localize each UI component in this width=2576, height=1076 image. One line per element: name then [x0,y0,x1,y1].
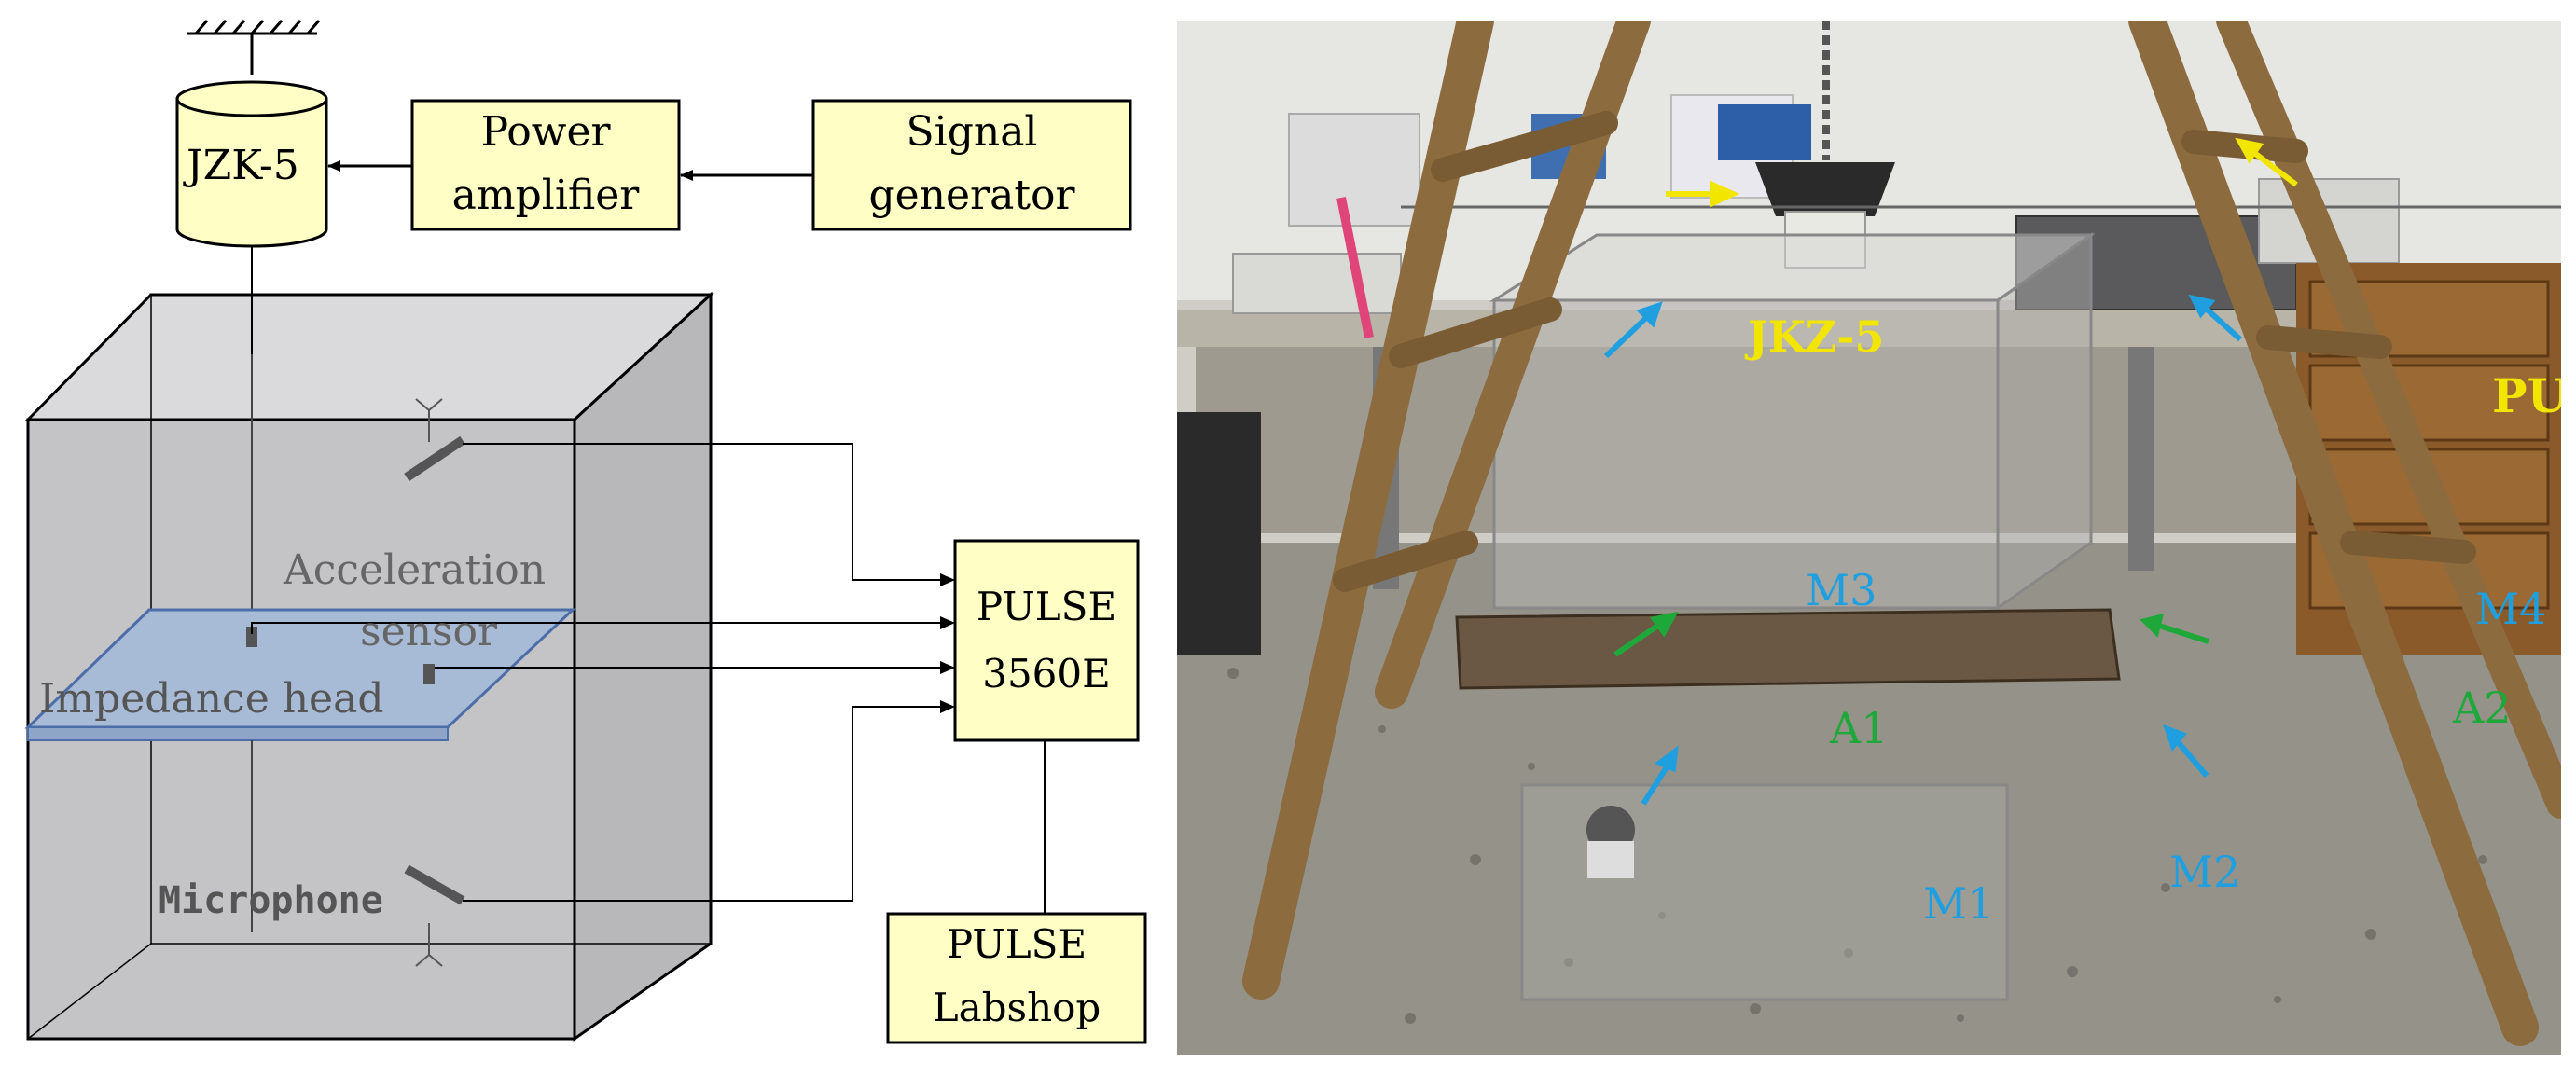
signal-generator-device [1232,253,1402,314]
photo-m3-label: M3 [1806,565,1877,615]
signal-generator-label-line1: Signal [906,108,1038,156]
wooden-frame [1242,21,2561,1046]
pulse-labshop-label-line2: Labshop [932,985,1101,1030]
microphone-top [404,398,465,482]
power-amplifier-box [410,99,681,231]
signal-generator-label-line2: generator [868,172,1075,219]
photo-m2-label: M2 [2169,847,2241,897]
photo-a2-label: A2 [2453,683,2512,733]
microphone-bottom [404,864,465,967]
pulse-analyzer-label-line2: 3560E [982,651,1111,697]
acceleration-sensor-label-line1: Acceleration [284,546,547,594]
pulse-analyzer-box [953,539,1140,742]
shaker-photo [1755,162,1895,216]
microphone-label: Microphone [159,879,383,922]
signal-lines [251,443,951,902]
photo-m1-label: M1 [1923,878,1995,929]
ground-fixture [187,20,321,75]
pulse-labshop-label-line1: PULSE [946,921,1087,967]
impedance-head-label: Impedance head [39,675,384,723]
experiment-photo: JKZ-5 PULSE M3 M4 A1 A2 M1 M2 [1177,21,2561,1055]
pulse-labshop-box [886,912,1147,1044]
power-amplifier-label-line2: amplifier [451,172,640,219]
impedance-head-marker [246,627,257,647]
test-plank [1455,608,2121,690]
test-setup-schematic [24,20,1147,1044]
signal-generator-box [811,99,1132,231]
shaker-cylinder [175,80,328,248]
photo-a1-label: A1 [1830,703,1889,753]
pulse-analyzer-label-line1: PULSE [976,584,1117,629]
photo-m4-label: M4 [2475,584,2547,634]
shaker-label: JZK-5 [187,142,299,189]
acceleration-sensor-label-line2: sensor [360,608,498,655]
power-amplifier-label-line1: Power [480,108,611,156]
annotation-arrows [1603,137,2298,806]
photo-shaker-label: JKZ-5 [1748,311,1885,362]
acceleration-sensor-marker [423,664,435,684]
photo-pulse-label: PULSE [2492,368,2561,423]
